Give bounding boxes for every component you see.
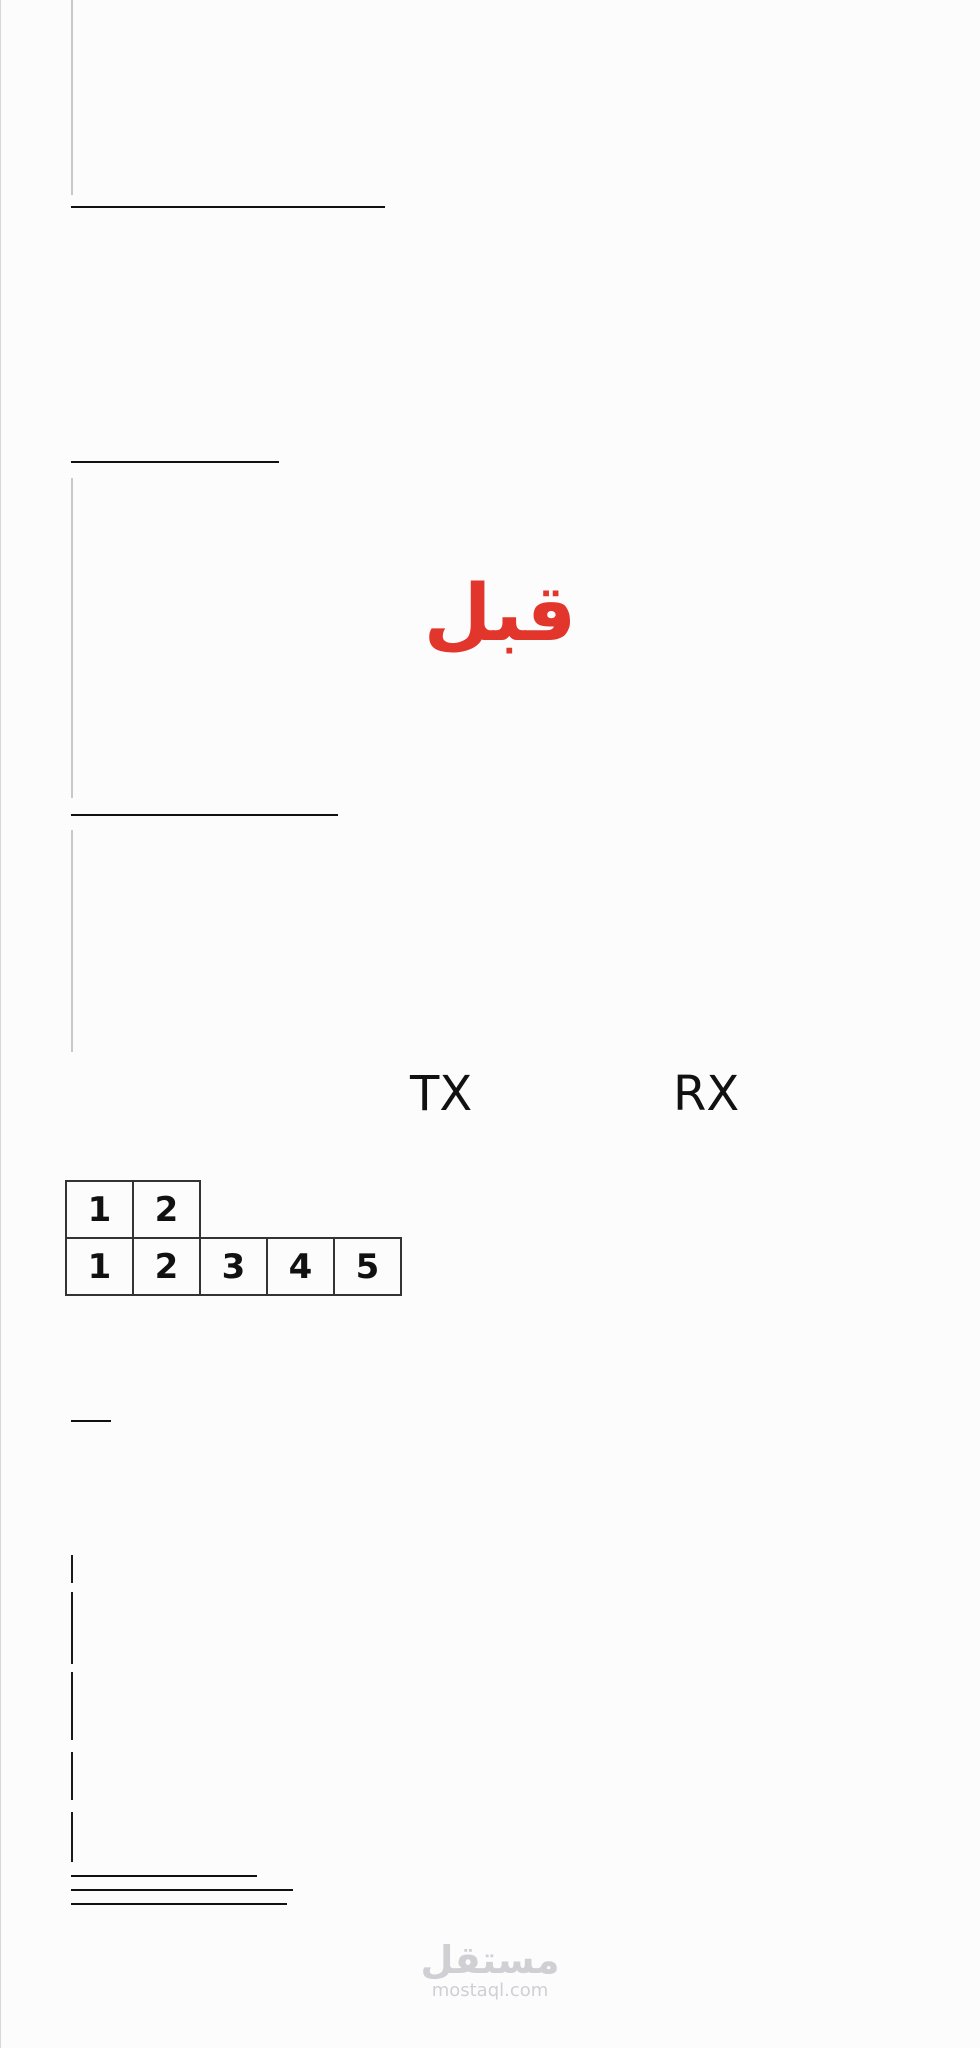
bottom-line-2 (71, 1889, 293, 1891)
watermark-brand: مستقل (420, 1938, 560, 1982)
grid-row-bottom: 1 2 3 4 5 (65, 1237, 402, 1296)
grid-cell: 1 (65, 1237, 134, 1296)
horizontal-line-3 (71, 814, 338, 816)
watermark-url: mostaql.com (431, 1979, 549, 2001)
vertical-line-1 (71, 0, 73, 195)
grid-cell: 5 (333, 1237, 402, 1296)
page-left-border (0, 0, 1, 2048)
grid-cell: 4 (266, 1237, 335, 1296)
grid-cell: 2 (132, 1180, 201, 1239)
horizontal-line-2 (71, 461, 279, 463)
rx-label: RX (673, 1066, 740, 1122)
mostaql-watermark: مستقل mostaql.com (420, 1938, 560, 2001)
grid-cell: 3 (199, 1237, 268, 1296)
grid-cell: 1 (65, 1180, 134, 1239)
tx-label: TX (410, 1066, 473, 1122)
vertical-segment-3 (71, 1672, 73, 1740)
bottom-line-1 (71, 1875, 257, 1877)
short-dash (71, 1420, 111, 1422)
vertical-segment-4 (71, 1752, 73, 1800)
vertical-line-3 (71, 830, 73, 1052)
vertical-segment-5 (71, 1812, 73, 1862)
bottom-line-3 (71, 1903, 287, 1905)
grid-row-top: 1 2 (65, 1180, 201, 1239)
grid-cell: 2 (132, 1237, 201, 1296)
before-title: قبل (423, 569, 577, 659)
horizontal-line-1 (71, 206, 385, 208)
vertical-segment-2 (71, 1592, 73, 1664)
vertical-line-2 (71, 478, 73, 798)
vertical-segment-1 (71, 1555, 73, 1583)
